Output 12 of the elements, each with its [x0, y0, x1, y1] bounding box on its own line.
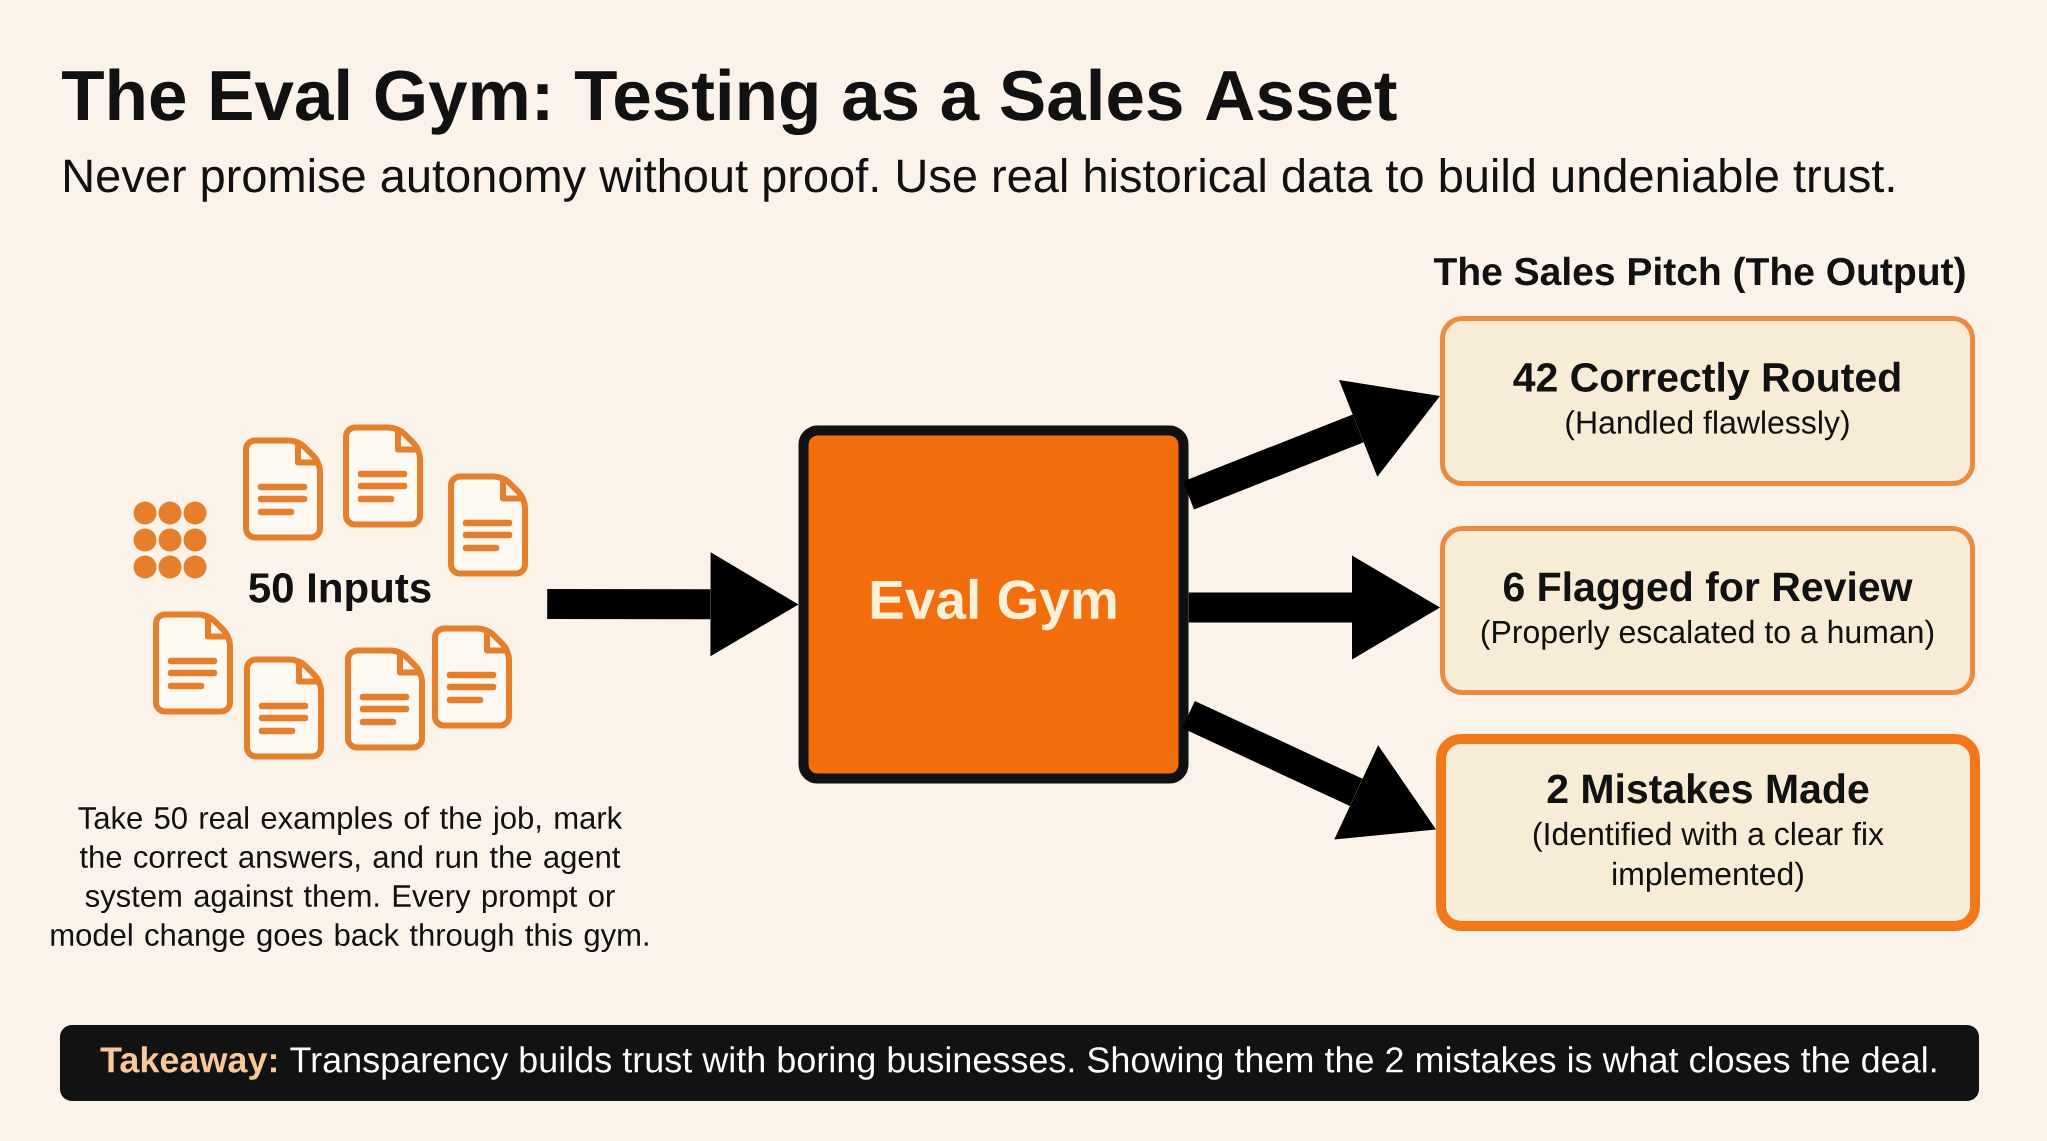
result-box: 2 Mistakes Made (Identified with a clear fix implemented) [1436, 734, 1981, 931]
arrow [1182, 700, 1436, 840]
subtitle: Never promise autonomy without proof. Use real historical data to build undeniable trust. [65, 157, 1894, 202]
cluster-label: 50 Inputs [249, 573, 431, 612]
takeaway-bar: Takeaway: Transparency builds trust with boring businesses. Showing them the 2 mistakes is what closes the deal. [60, 1025, 1980, 1101]
result-box: 42 Correctly Routed (Handled flawlessly) [1440, 316, 1975, 486]
arrow [1183, 380, 1440, 510]
title: The Eval Gym: Testing as a Sales Asset [62, 68, 1397, 136]
result-box: 6 Flagged for Review (Properly escalated to a human) [1440, 526, 1975, 695]
arrow [1188, 555, 1440, 660]
description-text: Take 50 real examples of the job, mark the correct answers, and run the agent system against them. Every prompt or model change goes back through this gym. [51, 806, 648, 953]
process-box: Eval Gym [798, 425, 1189, 784]
